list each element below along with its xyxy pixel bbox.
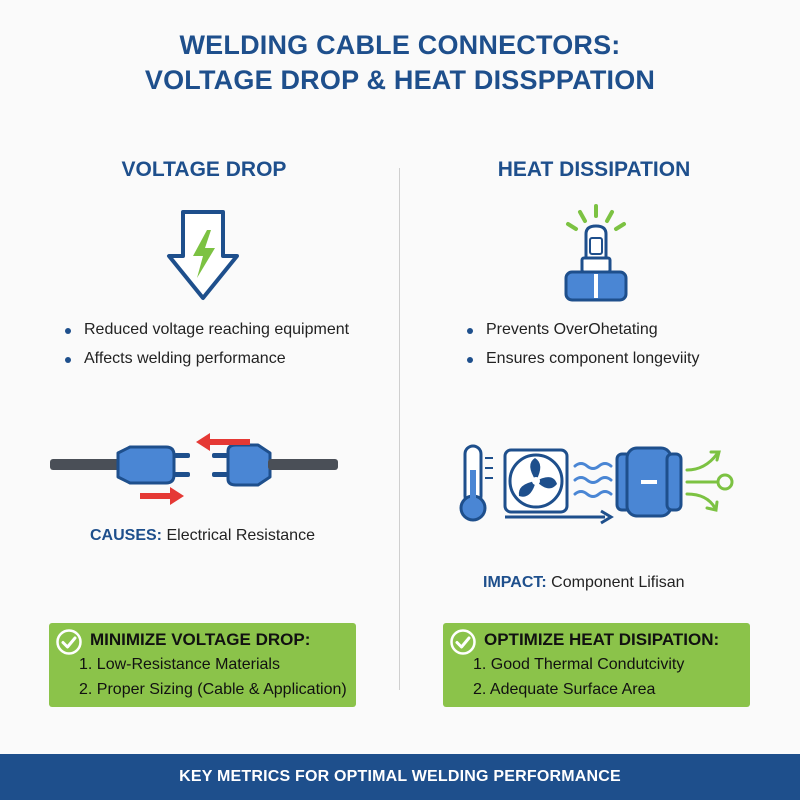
red-arrow-left-icon <box>196 433 250 451</box>
optimize-box-title: OPTIMIZE HEAT DISIPATION: <box>484 630 720 649</box>
heat-dissipation-heading: HEAT DISSIPATION <box>497 158 691 181</box>
heat-waves-icon <box>573 462 613 498</box>
bullet-dot <box>65 328 71 334</box>
thermal-illustration <box>459 444 734 525</box>
optimize-heat-dissipation-box: OPTIMIZE HEAT DISIPATION: 1. Good Therma… <box>443 623 750 707</box>
fan-icon <box>503 448 569 514</box>
red-arrow-right-icon <box>140 487 184 505</box>
impact-text: Component Lifisan <box>551 574 685 591</box>
bullet-dot <box>467 357 473 363</box>
down-arrow-lightning-icon <box>167 210 239 300</box>
page-title-line-1: WELDING CABLE CONNECTORS: <box>179 30 621 60</box>
voltage-bullet-1: Reduced voltage reaching equipment <box>65 321 350 339</box>
causes-caption: CAUSES: Electrical Resistance <box>90 527 315 545</box>
heat-bullet-2: Ensures component longeviity <box>467 350 700 368</box>
voltage-bullet-1-text: Reduced voltage reaching equipment <box>84 321 350 338</box>
minimize-box-title: MINIMIZE VOLTAGE DROP: <box>90 630 311 649</box>
impact-caption: IMPACT: Component Lifisan <box>483 574 685 592</box>
cable-plug-icon <box>116 445 190 485</box>
voltage-drop-heading: VOLTAGE DROP <box>121 158 287 181</box>
impact-label: IMPACT: <box>483 574 547 591</box>
flow-arrow-icon <box>505 509 614 525</box>
heat-bullet-1: Prevents OverOhetating <box>467 321 658 339</box>
causes-label: CAUSES: <box>90 527 163 544</box>
connector-icon <box>615 446 683 518</box>
heat-bullet-1-text: Prevents OverOhetating <box>486 321 658 338</box>
checkmark-circle-icon <box>450 629 476 655</box>
left-cable <box>50 459 120 470</box>
heating-component-icon <box>564 204 628 302</box>
cable-socket-icon <box>212 443 272 487</box>
bullet-dot <box>65 357 71 363</box>
heat-bullet-2-text: Ensures component longeviity <box>486 350 700 367</box>
bullet-dot <box>467 328 473 334</box>
optimize-item-2: 2. Adequate Surface Area <box>473 681 656 698</box>
column-divider <box>399 168 400 690</box>
checkmark-circle-icon <box>56 629 82 655</box>
right-cable <box>268 459 338 470</box>
voltage-bullet-2: Affects welding performance <box>65 350 286 368</box>
minimize-item-2: 2. Proper Sizing (Cable & Application) <box>79 681 347 698</box>
optimize-item-1: 1. Good Thermal Condutcivity <box>473 656 685 673</box>
airflow-icon <box>685 450 734 512</box>
causes-text: Electrical Resistance <box>166 527 315 544</box>
thermometer-icon <box>459 444 493 522</box>
page-title-line-2: VOLTAGE DROP & HEAT DISSPPATION <box>144 65 656 95</box>
cable-connection-illustration <box>50 433 338 505</box>
minimize-voltage-drop-box: MINIMIZE VOLTAGE DROP: 1. Low-Resistance… <box>49 623 356 707</box>
footer-banner: KEY METRICS FOR OPTIMAL WELDING PERFORMA… <box>0 754 800 800</box>
voltage-bullet-2-text: Affects welding performance <box>84 350 286 367</box>
minimize-item-1: 1. Low-Resistance Materials <box>79 656 280 673</box>
